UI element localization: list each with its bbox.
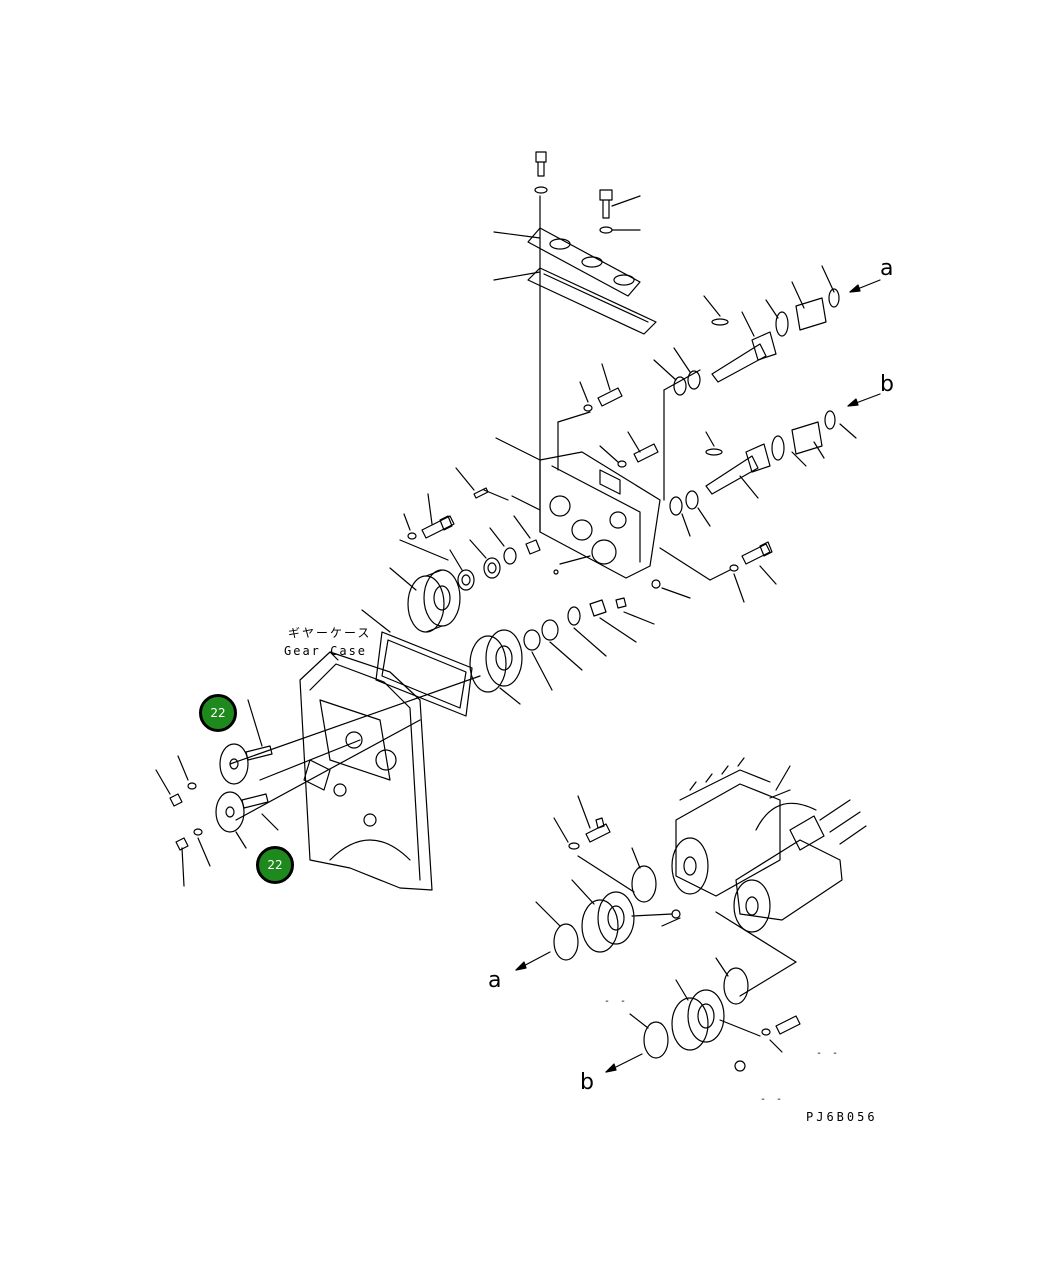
callout-badge-22-upper[interactable]: 22 (199, 694, 237, 732)
idler-gear-upper (389, 567, 461, 633)
arrow-b-bottom (605, 1053, 643, 1073)
callout-badge-22-lower[interactable]: 22 (256, 846, 294, 884)
bearing-set-upper (449, 515, 541, 591)
arrow-a-top (849, 279, 881, 293)
top-gasket-plate (493, 227, 641, 297)
dash-mark-2: - - (816, 1048, 841, 1059)
gear-case-label-en: Gear Case (284, 644, 368, 658)
coupling-a (535, 847, 681, 961)
housing-bolts (557, 363, 659, 471)
ref-label-a-bottom: a (488, 968, 502, 993)
ref-label-b-top: b (880, 372, 894, 397)
top-bolt (534, 151, 548, 194)
gear-case-label-jp: ギヤーケース (288, 626, 372, 640)
dash-mark-3: - - (760, 1094, 785, 1105)
callout-badge-label: 22 (267, 858, 283, 872)
callout-badge-label: 22 (210, 706, 226, 720)
drive-shaft-b (669, 410, 857, 537)
dash-mark-1: - - (604, 996, 629, 1007)
idler-gear-lower (469, 629, 523, 705)
housing-gasket (361, 609, 473, 717)
stud-flange-lower (175, 791, 279, 887)
arrow-a-bottom (515, 951, 551, 971)
drive-shaft-a (653, 265, 840, 501)
top-cover (493, 267, 657, 335)
drawing-code: PJ6B056 (806, 1110, 878, 1124)
injection-pump (671, 757, 867, 933)
bearing-set-lower (523, 597, 655, 691)
pump-drive-housing (495, 437, 661, 579)
gear-case (299, 651, 433, 891)
top-right-bolt (599, 189, 641, 234)
coupling-b (629, 911, 801, 1072)
stud-flange-upper (155, 699, 273, 807)
ref-label-b-bottom: b (580, 1070, 594, 1095)
arrow-b-top (847, 393, 881, 407)
long-bolt-right (651, 541, 777, 603)
ref-label-a-top: a (880, 256, 894, 281)
pump-bolt-left (553, 795, 635, 893)
idler-bolt (399, 467, 509, 561)
